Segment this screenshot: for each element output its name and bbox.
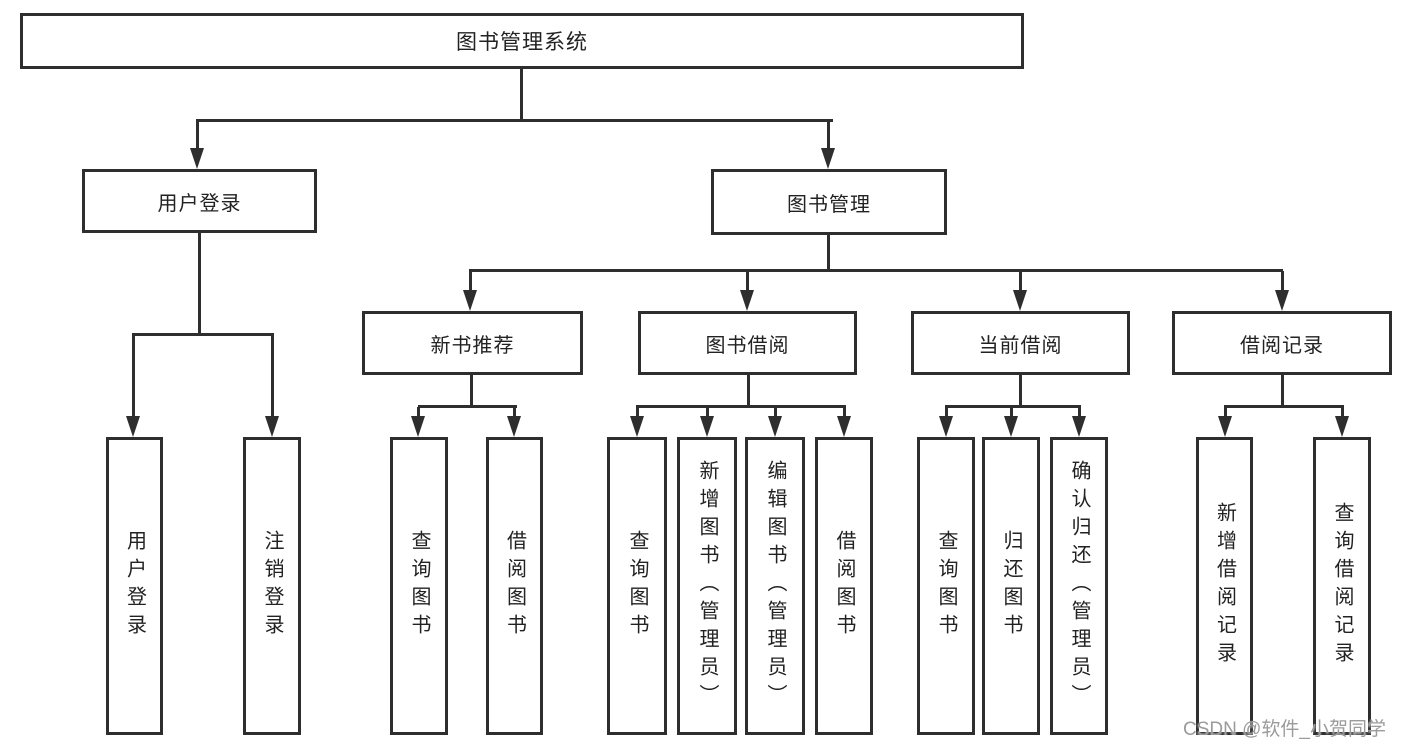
arrow-down-icon [1004,416,1018,437]
arrow-down-icon [126,416,140,437]
node-new-book-recommend-label: 新书推荐 [430,334,515,357]
arrow-down-icon [1335,416,1349,437]
leaf-user-login: 用户登录 [106,437,163,735]
leaf-logout: 注销登录 [243,437,301,735]
arrow-down-icon [463,290,477,311]
connector-leaf-stem [1224,407,1227,420]
arrow-down-icon [740,290,754,311]
node-new-book-recommend: 新书推荐 [362,311,583,375]
node-book-borrow-label: 图书借阅 [705,334,790,357]
connector-level3-hbar [469,269,1283,272]
arrow-down-icon [630,416,644,437]
leaf-logout-label: 注销登录 [261,530,283,642]
arrow-down-icon [768,416,782,437]
connector-leaf-stem [636,407,639,420]
watermark: CSDN @软件_小贺同学 [1183,719,1386,740]
leaf-query-book-current-label: 查询图书 [935,530,957,642]
node-book-borrow: 图书借阅 [638,311,857,375]
connector-to-leaf-user-login [132,335,135,420]
connector-new-book-hbar [418,405,517,408]
arrow-down-icon [939,416,953,437]
leaf-add-book-admin: 新增图书（管理员） [677,437,737,735]
node-borrow-record: 借阅记录 [1172,311,1392,375]
leaf-add-borrow-record: 新增借阅记录 [1196,437,1253,735]
leaf-add-borrow-record-label: 新增借阅记录 [1213,502,1236,670]
arrow-down-icon [265,416,279,437]
connector-current-borrow-stem [1019,375,1022,407]
arrow-down-icon [190,148,204,169]
node-current-borrow: 当前借阅 [911,311,1130,375]
arrow-down-icon [1013,290,1027,311]
node-book-management-label: 图书管理 [787,193,871,216]
connector-current-borrow-hbar [945,405,1081,408]
arrow-down-icon [837,416,851,437]
leaf-confirm-return-admin: 确认归还（管理员） [1050,437,1108,735]
node-root-label: 图书管理系统 [456,31,588,54]
leaf-query-borrow-record-label: 查询借阅记录 [1331,502,1353,670]
connector-user-login-hbar [132,333,274,336]
leaf-borrow-book: 借阅图书 [815,437,873,735]
arrow-down-icon [507,416,521,437]
connector-to-book-borrow [746,271,749,296]
connector-borrow-record-hbar [1224,405,1344,408]
arrow-down-icon [411,416,425,437]
node-user-login: 用户登录 [82,169,317,233]
connector-new-book-stem [470,375,473,407]
leaf-return-book: 归还图书 [982,437,1040,735]
leaf-edit-book-admin: 编辑图书（管理员） [745,437,805,735]
connector-level2-hbar [196,119,833,122]
connector-book-management-stem [827,235,830,271]
leaf-query-book-borrow: 查询图书 [607,437,667,735]
connector-borrow-record-stem [1281,375,1284,407]
leaf-return-book-label: 归还图书 [1000,530,1022,642]
connector-leaf-stem [706,407,709,420]
node-borrow-record-label: 借阅记录 [1240,334,1324,357]
leaf-confirm-return-admin-label: 确认归还（管理员） [1068,460,1090,712]
leaf-user-login-label: 用户登录 [123,530,146,642]
arrow-down-icon [1072,416,1086,437]
connector-to-leaf-logout [271,335,274,420]
connector-leaf-stem [1010,407,1013,420]
leaf-add-book-admin-label: 新增图书（管理员） [696,460,718,712]
connector-leaf-stem [945,407,948,420]
leaf-borrow-book-recommend-label: 借阅图书 [503,530,526,642]
connector-leaf-stem [513,407,516,420]
leaf-edit-book-admin-label: 编辑图书（管理员） [764,460,786,712]
connector-to-borrow-record [1281,271,1284,296]
node-book-management: 图书管理 [711,169,947,235]
connector-leaf-stem [417,407,420,420]
arrow-down-icon [1218,416,1232,437]
arrow-down-icon [821,148,835,169]
leaf-borrow-book-label: 借阅图书 [833,530,855,642]
connector-root-stem [520,69,523,121]
arrow-down-icon [1275,290,1289,311]
leaf-query-book-recommend: 查询图书 [390,437,448,735]
leaf-query-book-recommend-label: 查询图书 [408,530,430,642]
connector-to-current-borrow [1019,271,1022,296]
connector-book-borrow-stem [747,375,750,407]
connector-to-user-login [196,121,199,151]
node-user-login-label: 用户登录 [157,192,242,215]
connector-book-borrow-hbar [636,405,846,408]
connector-leaf-stem [774,407,777,420]
leaf-query-book-current: 查询图书 [917,437,975,735]
node-current-borrow-label: 当前借阅 [978,334,1063,357]
leaf-query-borrow-record: 查询借阅记录 [1313,437,1371,735]
connector-to-new-book-recommend [469,271,472,296]
connector-user-login-stem [198,233,201,335]
connector-leaf-stem [1078,407,1081,420]
arrow-down-icon [700,416,714,437]
leaf-query-book-borrow-label: 查询图书 [626,530,648,642]
node-root: 图书管理系统 [20,13,1024,69]
leaf-borrow-book-recommend: 借阅图书 [486,437,543,735]
connector-to-book-management [827,121,830,151]
connector-leaf-stem [1341,407,1344,420]
connector-leaf-stem [843,407,846,420]
